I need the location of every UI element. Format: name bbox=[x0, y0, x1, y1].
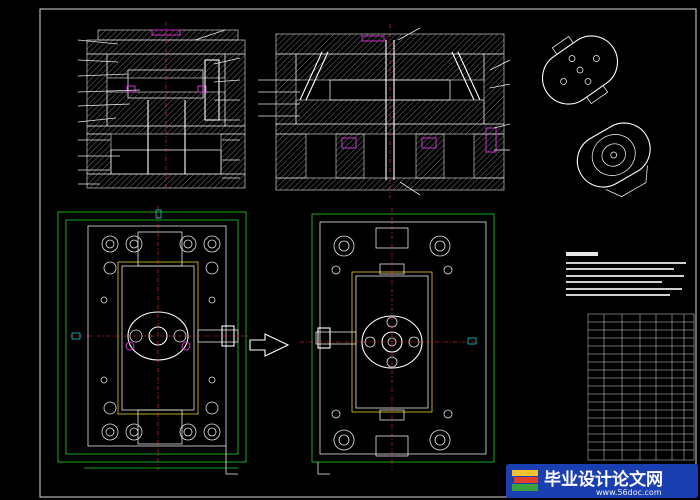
stacked-books-icon bbox=[512, 470, 538, 491]
plan-view-moving-half bbox=[57, 206, 250, 475]
part-view-upper bbox=[541, 35, 619, 105]
technical-notes bbox=[566, 252, 686, 296]
watermark-title: 毕业设计论文网 bbox=[544, 469, 663, 490]
watermark-url: www.56doc.com bbox=[596, 488, 662, 497]
plan-view-fixed-half bbox=[300, 208, 495, 475]
drawing-border bbox=[39, 8, 697, 498]
part-view-lower bbox=[576, 122, 651, 198]
parts-list-table bbox=[587, 313, 695, 461]
site-watermark: 毕业设计论文网 www.56doc.com bbox=[506, 464, 698, 498]
section-view-left bbox=[77, 22, 246, 192]
direction-arrow bbox=[249, 333, 290, 357]
section-view-right bbox=[258, 24, 511, 198]
